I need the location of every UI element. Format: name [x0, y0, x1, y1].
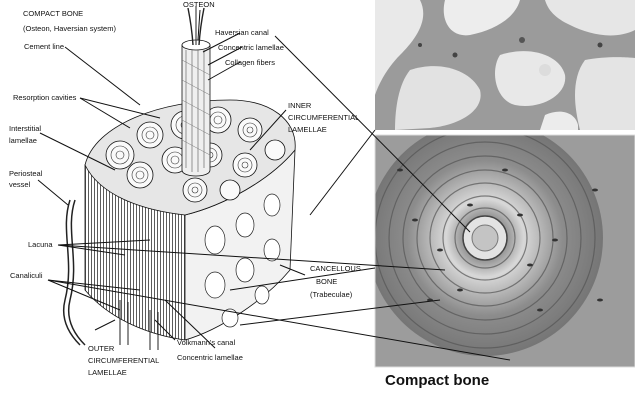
label-interstitial-lamellae: lamellae [9, 136, 37, 145]
label-lacuna: Lacuna [28, 240, 53, 249]
label-interstitial: Interstitial [9, 124, 41, 133]
cancellous-micrograph [375, 0, 635, 130]
label-cement-line: Cement line [24, 42, 64, 51]
figure-caption: Compact bone [385, 372, 489, 389]
label-collagen-fibers: Collagen fibers [225, 58, 275, 67]
label-inner-1: INNER [288, 101, 311, 110]
label-canaliculi: Canaliculi [10, 271, 43, 280]
label-inner-2: CIRCUMFERENTIAL [288, 113, 359, 122]
label-periosteal-vessel: vessel [9, 180, 30, 189]
label-outer-3: LAMELLAE [88, 368, 127, 377]
label-haversian-canal: Haversian canal [215, 28, 269, 37]
label-cancellous-3: (Trabeculae) [310, 290, 352, 299]
label-inner-3: LAMELLAE [288, 125, 327, 134]
label-osteon: OSTEON [183, 0, 215, 9]
label-cancellous-2: BONE [316, 277, 337, 286]
compact-bone-title: COMPACT BONE [23, 9, 83, 18]
label-concentric-lamellae-top: Concentric lamellae [218, 43, 284, 52]
label-cancellous-1: CANCELLOUS [310, 264, 361, 273]
osteon-micrograph [367, 120, 635, 367]
label-outer-2: CIRCUMFERENTIAL [88, 356, 159, 365]
label-concentric-lamellae-bottom: Concentric lamellae [177, 353, 243, 362]
label-outer-1: OUTER [88, 344, 114, 353]
label-volkmanns-canal: Volkmann's canal [177, 338, 235, 347]
compact-bone-subtitle: (Osteon, Haversian system) [23, 24, 116, 33]
label-resorption-cavities: Resorption cavities [13, 93, 76, 102]
label-periosteal: Periosteal [9, 169, 42, 178]
